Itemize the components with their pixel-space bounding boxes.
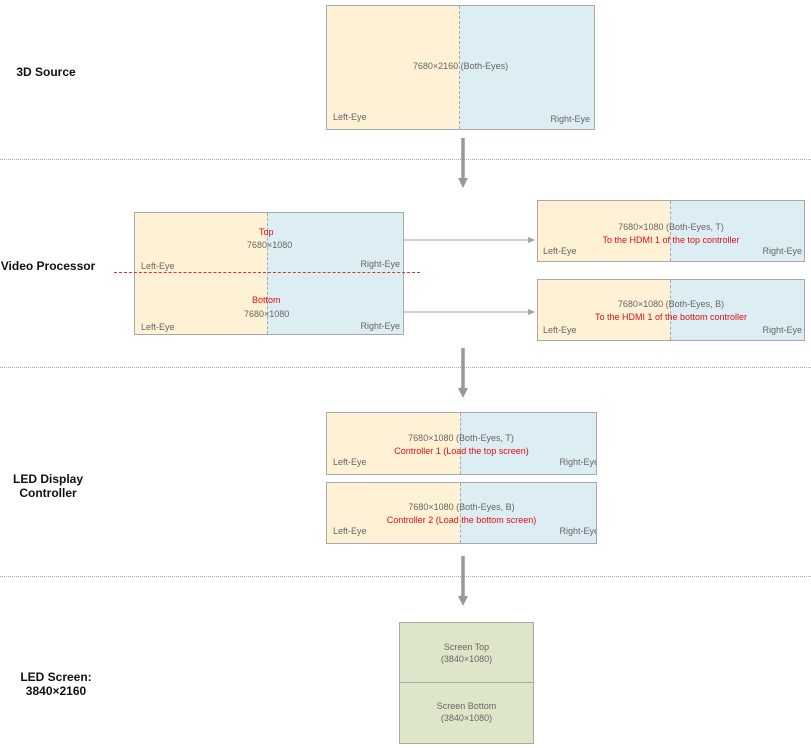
controller-frame-2: Left-Eye Right-Eye <box>326 482 597 544</box>
left-eye-region <box>538 201 670 261</box>
output-bottom-note: To the HDMI 1 of the bottom controller <box>594 312 748 322</box>
controller-2-resolution: 7680×1080 (Both-Eyes, B) <box>408 502 515 512</box>
output-bottom-resolution: 7680×1080 (Both-Eyes, B) <box>617 299 725 309</box>
controller-1-resolution: 7680×1080 (Both-Eyes, T) <box>408 433 514 443</box>
output-frame-bottom: Left-Eye Right-Eye <box>537 279 805 341</box>
right-eye-region <box>460 413 596 474</box>
source-resolution: 7680×2160 (Both-Eyes) <box>412 61 509 71</box>
screen-top-label: Screen Top <box>443 642 490 652</box>
left-eye-label: Left-Eye <box>141 322 175 332</box>
left-eye-region <box>135 213 267 334</box>
left-eye-region <box>327 483 460 543</box>
split-line <box>114 272 420 273</box>
right-eye-label: Right-Eye <box>762 325 802 335</box>
output-top-resolution: 7680×1080 (Both-Eyes, T) <box>618 222 724 232</box>
right-eye-region <box>670 201 804 261</box>
right-eye-region <box>460 483 596 543</box>
led-screen: Screen Top (3840×1080) Screen Bottom (38… <box>399 622 534 744</box>
controller-2-text: 7680×1080 (Both-Eyes, B) Controller 2 (L… <box>326 501 597 527</box>
eye-divider <box>670 280 671 340</box>
processor-bottom-resolution: 7680×1080 <box>244 309 290 319</box>
controller-frame-1: Left-Eye Right-Eye <box>326 412 597 475</box>
right-eye-region <box>670 280 804 340</box>
right-eye-region <box>460 6 594 129</box>
eye-divider <box>670 201 671 261</box>
source-frame: 7680×2160 (Both-Eyes) Left-Eye Right-Eye <box>326 5 595 130</box>
stage-label-led-screen: LED Screen: 3840×2160 <box>20 670 92 698</box>
screen-bottom-label: Screen Bottom <box>436 701 497 711</box>
left-eye-label: Left-Eye <box>543 325 577 335</box>
controller-1-text: 7680×1080 (Both-Eyes, T) Controller 1 (L… <box>326 432 597 458</box>
output-frame-top: Left-Eye Right-Eye <box>537 200 805 262</box>
stage-separator <box>0 576 811 577</box>
left-eye-label: Left-Eye <box>333 457 367 467</box>
screen-divider <box>400 682 533 683</box>
right-eye-label: Right-Eye <box>559 526 597 536</box>
stage-label-3d-source: 3D Source <box>16 65 76 79</box>
output-top-note: To the HDMI 1 of the top controller <box>602 235 740 245</box>
eye-divider <box>459 6 460 129</box>
processor-top-label: Top <box>259 227 274 237</box>
left-eye-region <box>538 280 670 340</box>
stage-label-video-processor: Video Processor <box>0 259 96 273</box>
output-top-text: 7680×1080 (Both-Eyes, T) To the HDMI 1 o… <box>537 221 805 247</box>
right-eye-label: Right-Eye <box>360 321 400 331</box>
controller-1-note: Controller 1 (Load the top screen) <box>394 446 529 456</box>
screen-top-resolution: (3840×1080) <box>440 654 493 664</box>
eye-divider <box>267 213 268 334</box>
left-eye-label: Left-Eye <box>543 246 577 256</box>
processor-top-resolution: 7680×1080 <box>247 240 293 250</box>
right-eye-region <box>267 213 403 334</box>
right-eye-label: Right-Eye <box>559 457 597 467</box>
output-bottom-text: 7680×1080 (Both-Eyes, B) To the HDMI 1 o… <box>537 298 805 324</box>
left-eye-label: Left-Eye <box>333 526 367 536</box>
left-eye-region <box>327 413 460 474</box>
left-eye-label: Left-Eye <box>141 261 175 271</box>
stage-label-led-display-controller: LED Display Controller <box>12 472 84 500</box>
eye-divider <box>460 413 461 474</box>
processor-frame: Top 7680×1080 Left-Eye Right-Eye Bottom … <box>134 212 404 335</box>
controller-2-note: Controller 2 (Load the bottom screen) <box>386 515 537 525</box>
stage-separator <box>0 367 811 368</box>
screen-bottom-resolution: (3840×1080) <box>440 713 493 723</box>
right-eye-label: Right-Eye <box>360 259 400 269</box>
right-eye-label: Right-Eye <box>762 246 802 256</box>
left-eye-label: Left-Eye <box>333 112 367 122</box>
right-eye-label: Right-Eye <box>550 114 590 124</box>
eye-divider <box>460 483 461 543</box>
processor-bottom-label: Bottom <box>252 295 281 305</box>
stage-separator <box>0 159 811 160</box>
left-eye-region <box>327 6 460 129</box>
